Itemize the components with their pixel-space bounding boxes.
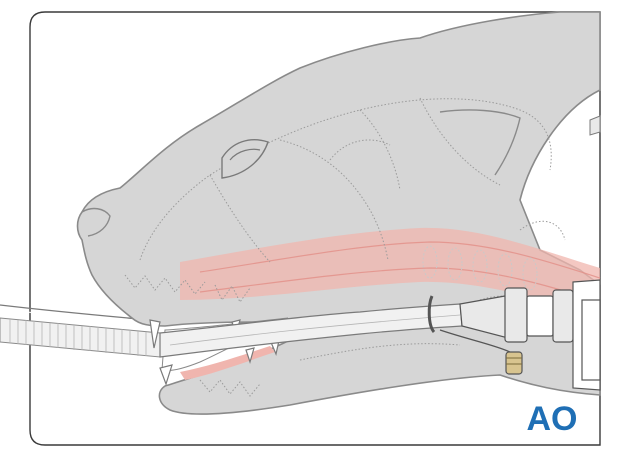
skull-outline bbox=[124, 97, 566, 397]
upper-tube bbox=[589, 115, 601, 136]
nose bbox=[81, 207, 111, 237]
endotracheal-tube bbox=[159, 295, 463, 358]
ao-logo: AO bbox=[527, 400, 578, 438]
tube-connector bbox=[439, 279, 601, 391]
ao-logo-text: AO bbox=[527, 400, 578, 438]
eye bbox=[221, 139, 269, 179]
endotracheal-tube-exterior bbox=[0, 304, 161, 358]
tracheal-rings bbox=[422, 245, 538, 291]
ear bbox=[439, 109, 521, 176]
